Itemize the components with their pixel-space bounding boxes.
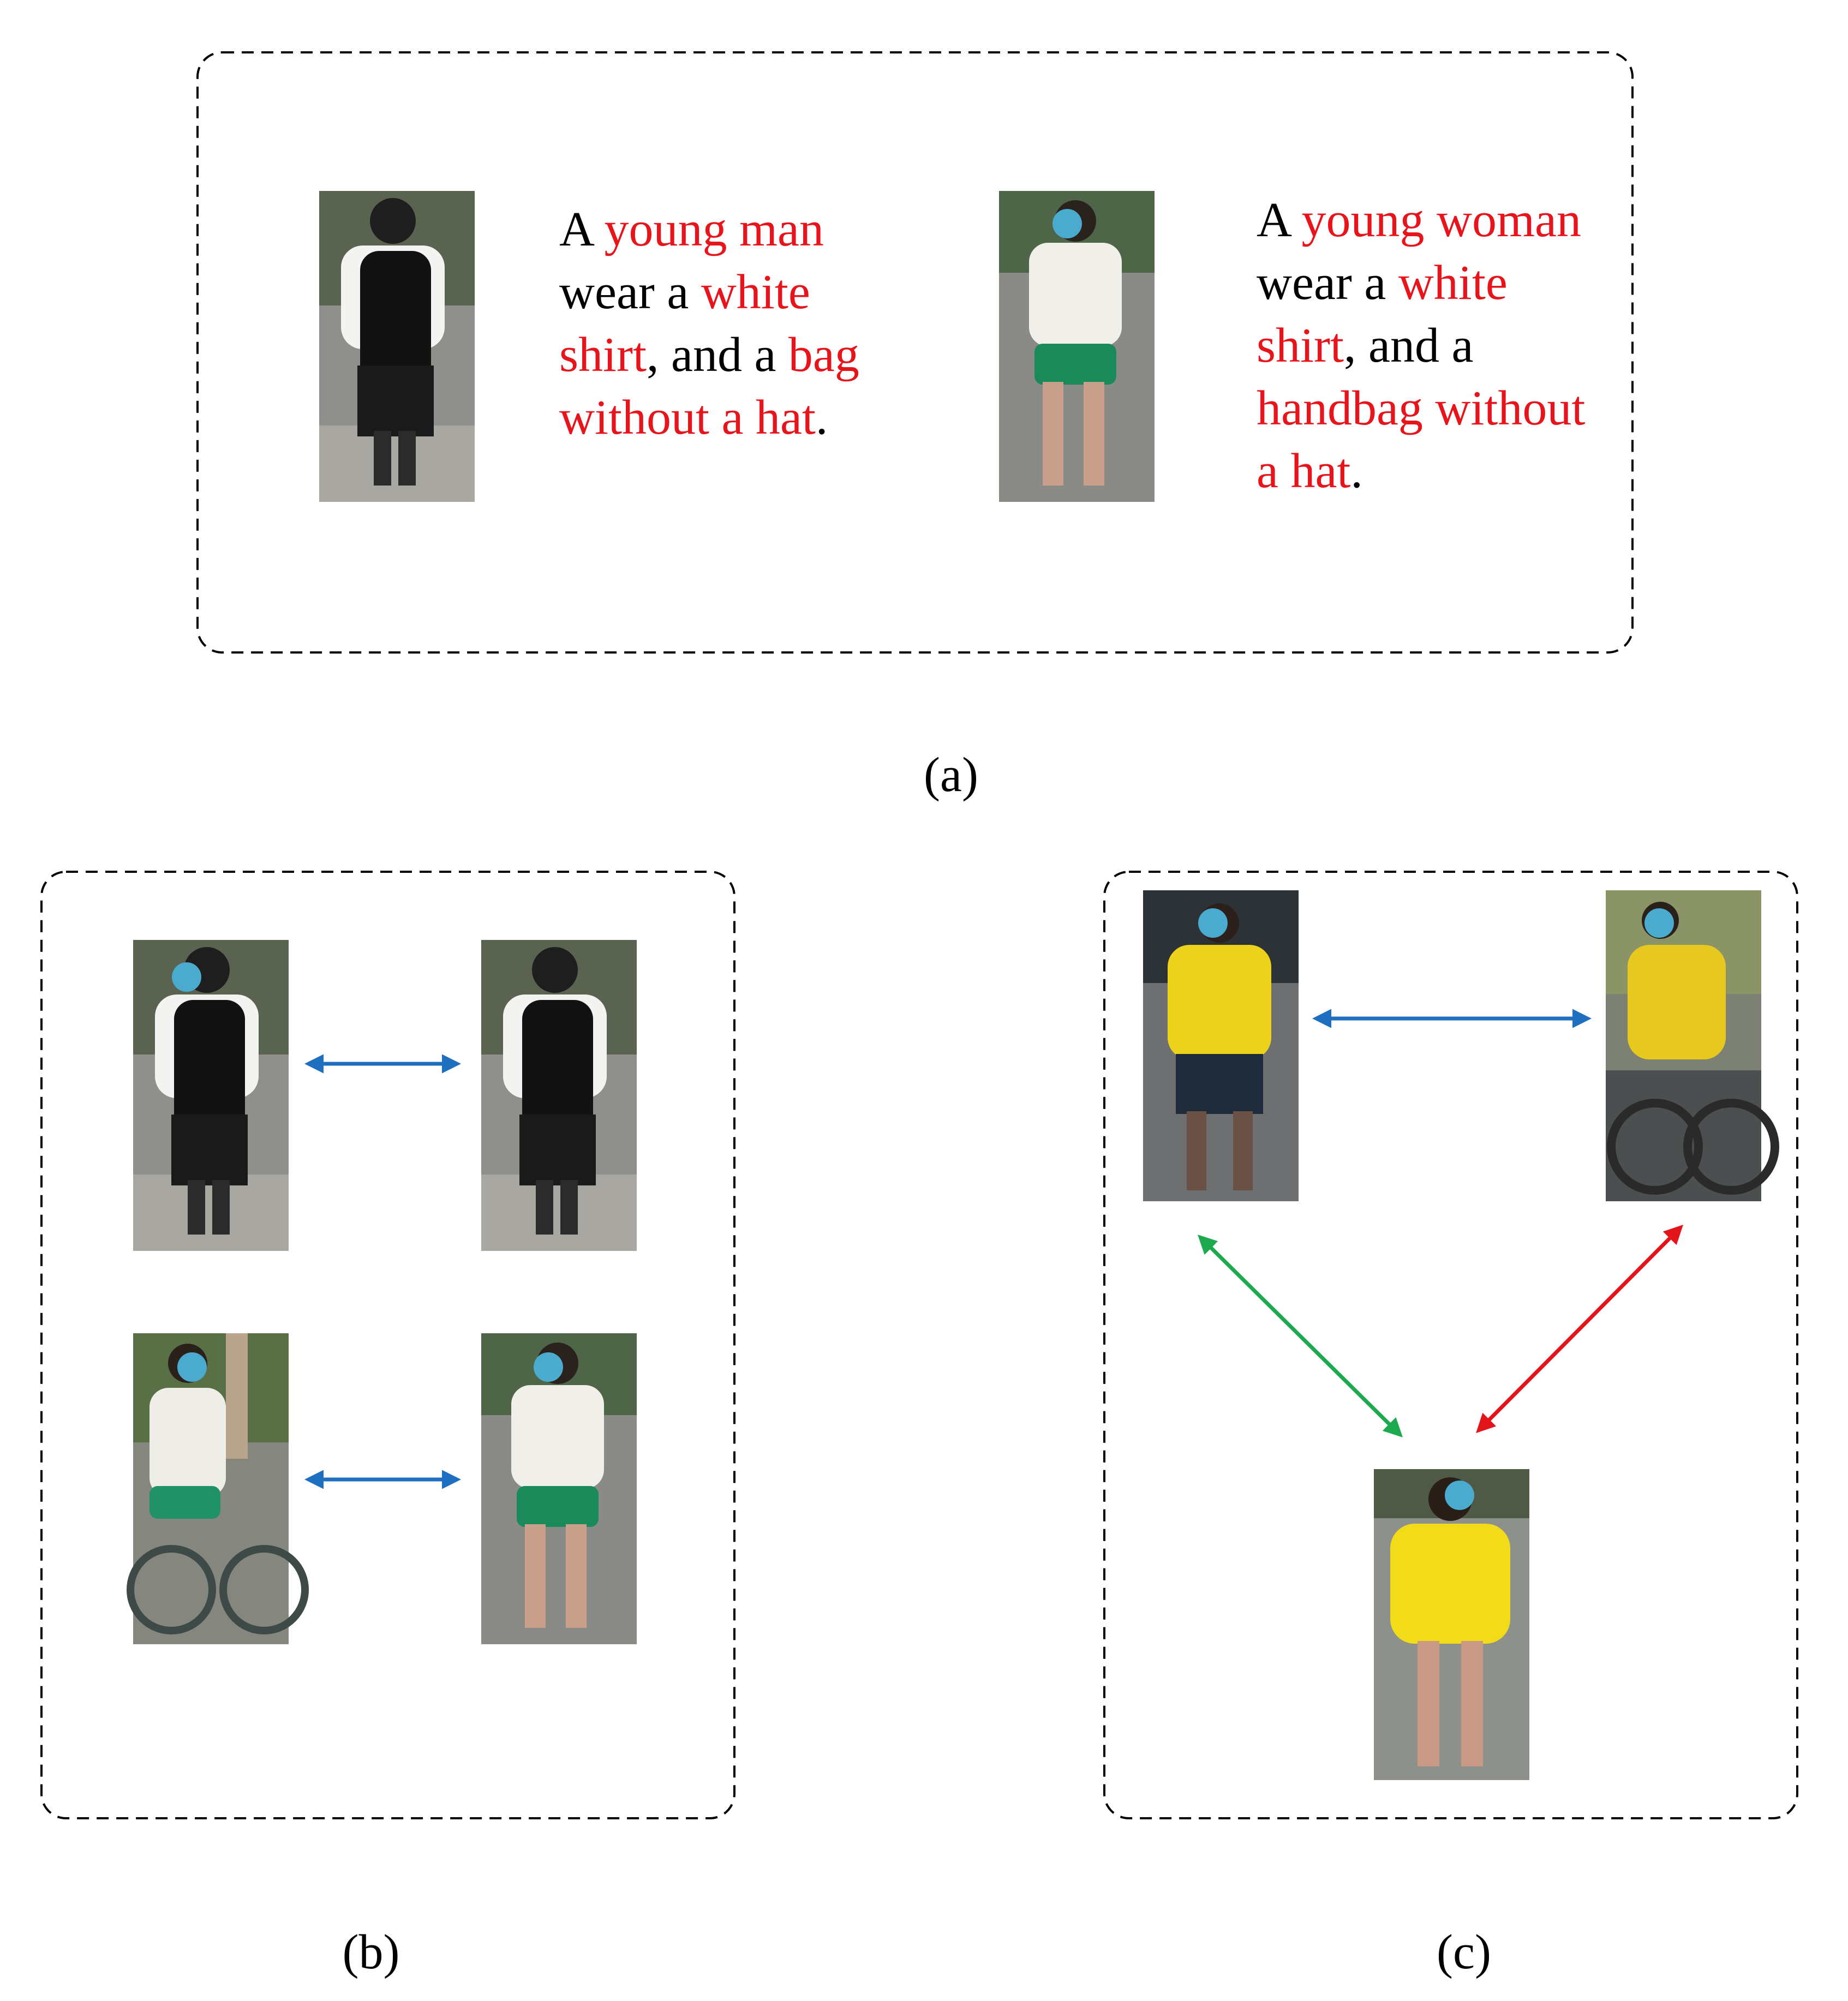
face-blur-dot bbox=[534, 1352, 563, 1382]
text-description-man: A young man wear a white shirt, and a bag w… bbox=[559, 202, 859, 445]
description-text: wear a bbox=[1257, 256, 1398, 310]
pedestrian-photo bbox=[319, 191, 475, 502]
description-text: A bbox=[1257, 193, 1302, 247]
face-blur-dot bbox=[177, 1352, 207, 1382]
mismatch-arrow bbox=[1476, 1225, 1683, 1433]
pedestrian-photo bbox=[1143, 890, 1299, 1201]
description-text: , and a bbox=[1344, 319, 1473, 373]
highlighted-attribute: handbag without bbox=[1257, 381, 1585, 435]
pedestrian-photo bbox=[999, 191, 1155, 502]
panel-b-caption: (b) bbox=[343, 1925, 400, 1979]
pedestrian-photo bbox=[481, 940, 637, 1251]
highlighted-attribute: without a hat bbox=[559, 391, 816, 445]
highlighted-attribute: a hat bbox=[1257, 444, 1350, 498]
highlighted-attribute: shirt bbox=[1257, 319, 1344, 373]
face-blur-dot bbox=[1198, 908, 1228, 938]
highlighted-attribute: white bbox=[1398, 256, 1508, 310]
panel-b-box bbox=[40, 871, 735, 1819]
highlighted-attribute: young man bbox=[605, 202, 824, 256]
pedestrian-photo bbox=[1374, 1469, 1529, 1780]
pedestrian-photo bbox=[1606, 890, 1775, 1201]
face-blur-dot bbox=[1445, 1481, 1474, 1510]
pedestrian-photo bbox=[130, 1333, 305, 1644]
face-blur-dot bbox=[1052, 209, 1082, 238]
panel-c-caption: (c) bbox=[1437, 1925, 1491, 1979]
panel-a-caption: (a) bbox=[924, 748, 978, 802]
face-blur-dot bbox=[172, 962, 201, 992]
highlighted-attribute: young woman bbox=[1302, 193, 1581, 247]
highlighted-attribute: white bbox=[701, 265, 810, 319]
match-arrow bbox=[1198, 1235, 1403, 1437]
panel-c-box bbox=[1103, 871, 1798, 1819]
description-text: wear a bbox=[559, 265, 701, 319]
description-text: , and a bbox=[647, 328, 788, 382]
panel-a-box bbox=[196, 51, 1634, 654]
pedestrian-photo bbox=[133, 940, 289, 1251]
description-text: . bbox=[1350, 444, 1363, 498]
pedestrian-photo bbox=[481, 1333, 637, 1644]
description-text: A bbox=[559, 202, 605, 256]
face-blur-dot bbox=[1644, 908, 1674, 938]
highlighted-attribute: bag bbox=[788, 328, 859, 382]
description-text: . bbox=[816, 391, 828, 445]
highlighted-attribute: shirt bbox=[559, 328, 647, 382]
text-description-woman: A young woman wear a white shirt, and a han… bbox=[1257, 193, 1585, 498]
